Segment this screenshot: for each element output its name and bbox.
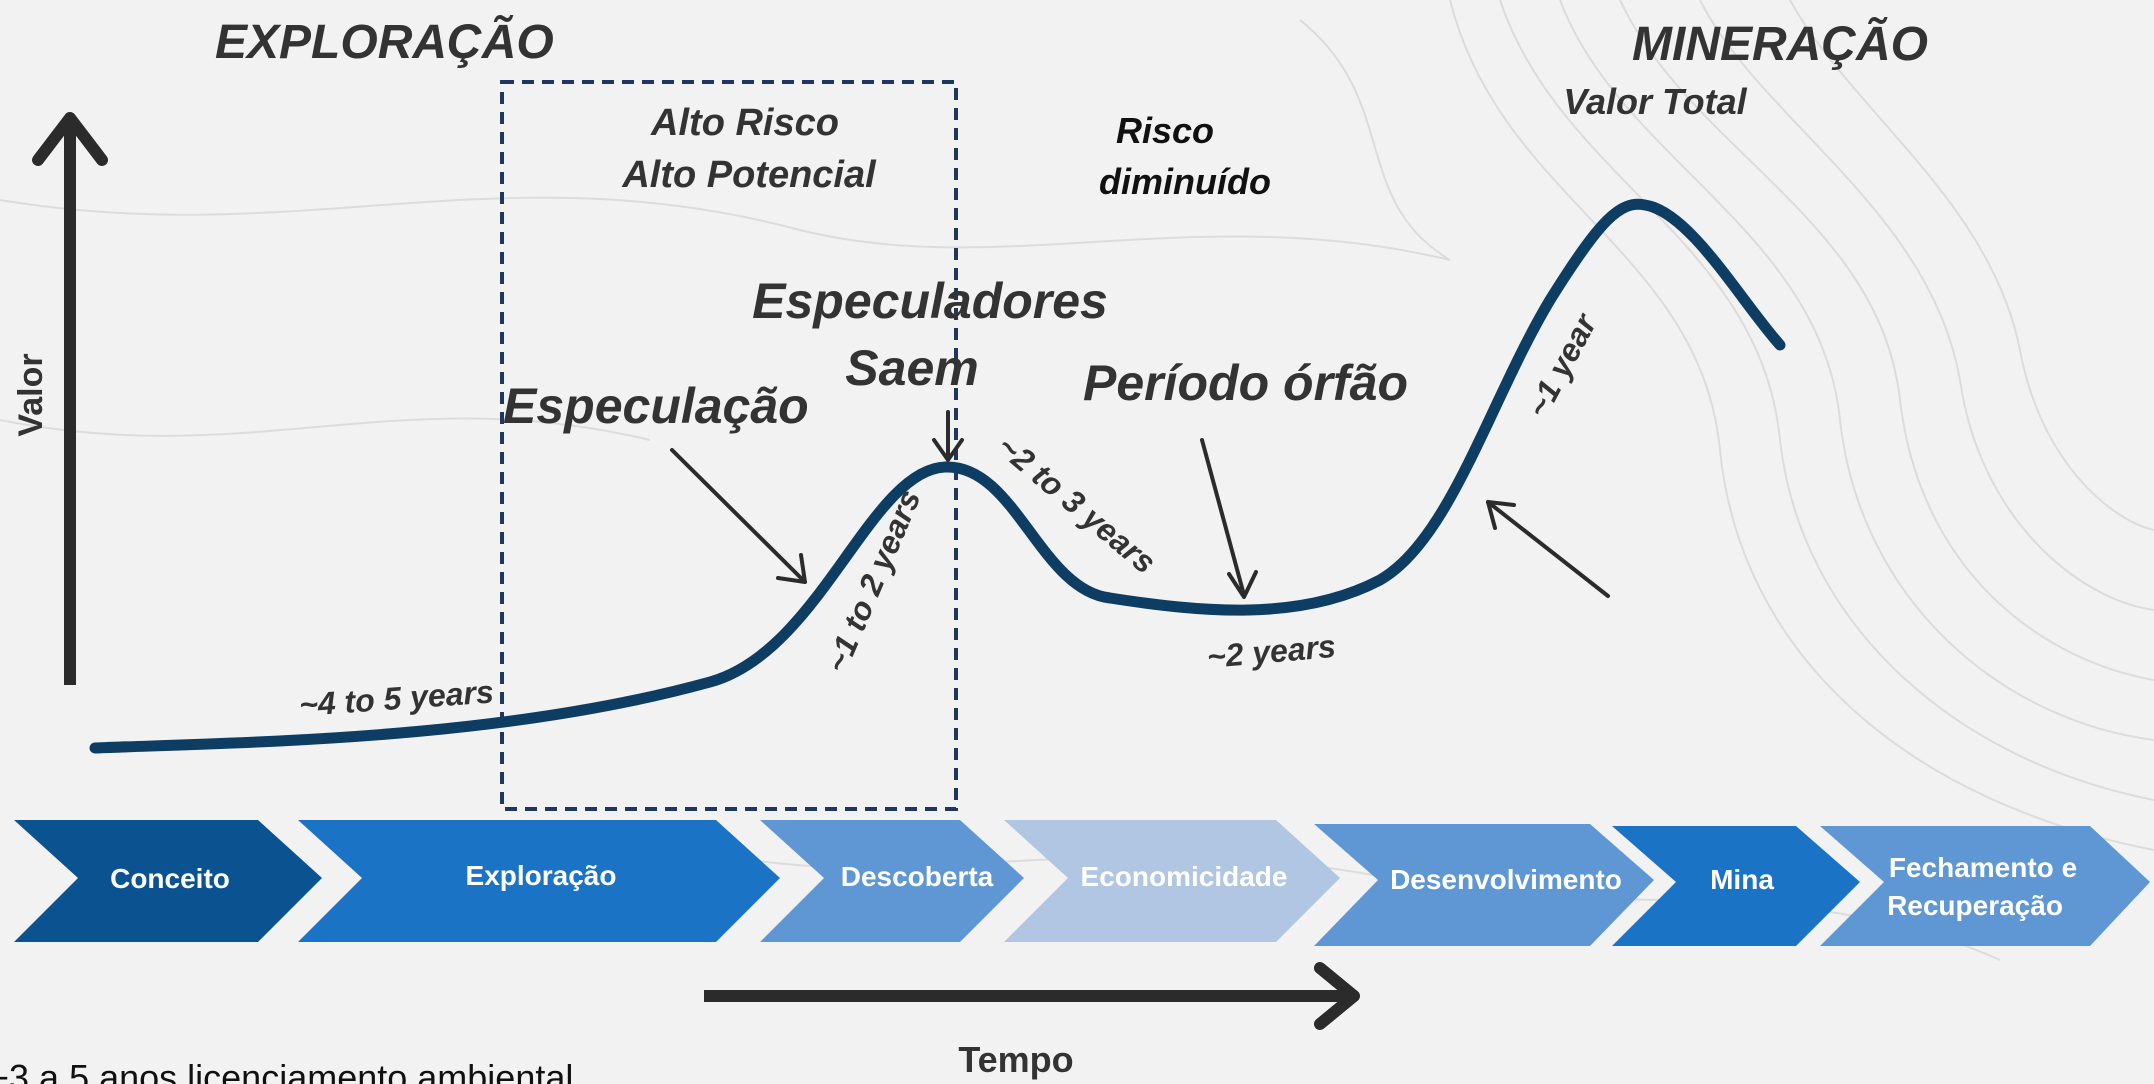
chevron-descoberta [760, 820, 1024, 942]
stage-label-desenvolvimento: Desenvolvimento [1390, 864, 1622, 895]
speculators-label: Especuladores [752, 273, 1108, 329]
chevron-desenvolvimento [1314, 824, 1654, 946]
duration-2-years: ~2 years [1205, 628, 1337, 675]
mining-title: MINERAÇÃO [1632, 16, 1928, 71]
time-axis-label: Tempo [958, 1039, 1073, 1080]
mining-subtitle: Valor Total [1563, 81, 1747, 122]
stage-label-economicidade: Economicidade [1081, 861, 1288, 892]
chevron-fechamento [1820, 826, 2150, 946]
exploration-title: EXPLORAÇÃO [215, 14, 554, 69]
speculators-exit-label: Saem [845, 340, 978, 396]
stage-label-exploracao: Exploração [466, 860, 617, 891]
high-potential-label: Alto Potencial [621, 154, 877, 196]
speculation-label: Especulação [503, 378, 809, 434]
stage-label-mina: Mina [1710, 864, 1774, 895]
stage-labels: Conceito Exploração Descoberta Economici… [110, 852, 2077, 921]
stage-chevrons [14, 820, 2150, 946]
reduced-risk-label: Risco [1116, 110, 1214, 151]
duration-4-5-years: ~4 to 5 years [298, 673, 495, 723]
value-axis-label: Valor [12, 353, 50, 436]
stage-label-descoberta: Descoberta [841, 861, 994, 892]
footnote-text: +3 a 5 anos licenciamento ambiental [0, 1057, 573, 1084]
value-axis-arrow [32, 112, 108, 685]
high-risk-label: Alto Risco [650, 102, 839, 144]
duration-2-3-years: ~2 to 3 years [991, 428, 1163, 581]
time-axis-arrow [704, 962, 1360, 1030]
annotation-arrows [670, 410, 1610, 599]
value-curve [89, 198, 1786, 754]
chevron-conceito [14, 820, 322, 942]
orphan-period-label: Período órfão [1083, 355, 1408, 411]
stage-label-fechamento: Fechamento e [1889, 852, 2077, 883]
chevron-economicidade [1004, 820, 1340, 942]
reduced-risk-label-2: diminuído [1099, 161, 1271, 202]
chevron-exploracao [298, 820, 780, 942]
chevron-mina [1612, 826, 1860, 946]
high-risk-zone-box [500, 80, 958, 811]
stage-label-recuperacao: Recuperação [1887, 890, 2063, 921]
stage-label-conceito: Conceito [110, 863, 230, 894]
